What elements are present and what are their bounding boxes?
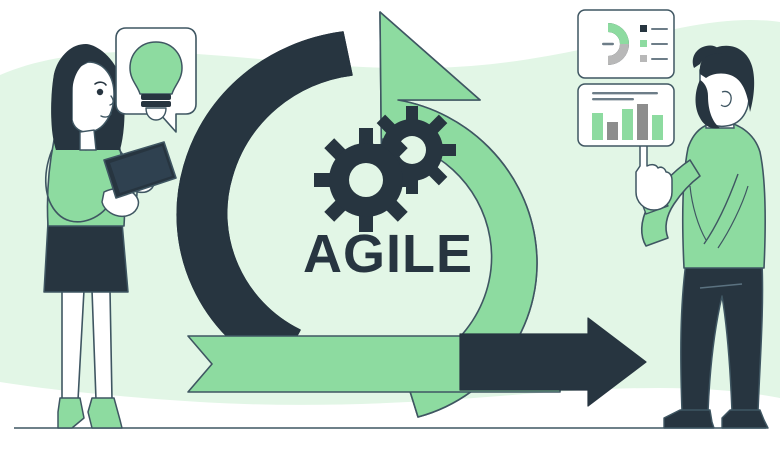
donut-chart-legend [640,25,668,62]
woman-skirt [43,221,129,293]
man-shoes [663,409,769,429]
woman-head [51,44,125,151]
idea-bubble [115,27,197,133]
woman-with-tablet [43,44,177,429]
dark-right-arrow [459,317,647,407]
lightbulb-icon [129,41,183,121]
man-pointing-at-charts [635,45,769,429]
woman-shoes [57,397,123,429]
agile-text: AGILE [303,224,473,284]
bar-chart-bars [592,104,663,140]
cycle-arrow-green-overlay [379,11,538,418]
man-pointing-arm [635,139,701,247]
man-trousers [680,261,764,413]
tablet-device [103,141,177,199]
donut-chart-panel[interactable] [577,9,675,79]
bar-chart-title-lines [592,92,658,101]
man-head [692,45,755,129]
donut-chart [602,23,629,65]
man-shirt [682,121,766,269]
gears-icon [314,106,456,232]
bar-chart-panel[interactable] [577,83,675,147]
